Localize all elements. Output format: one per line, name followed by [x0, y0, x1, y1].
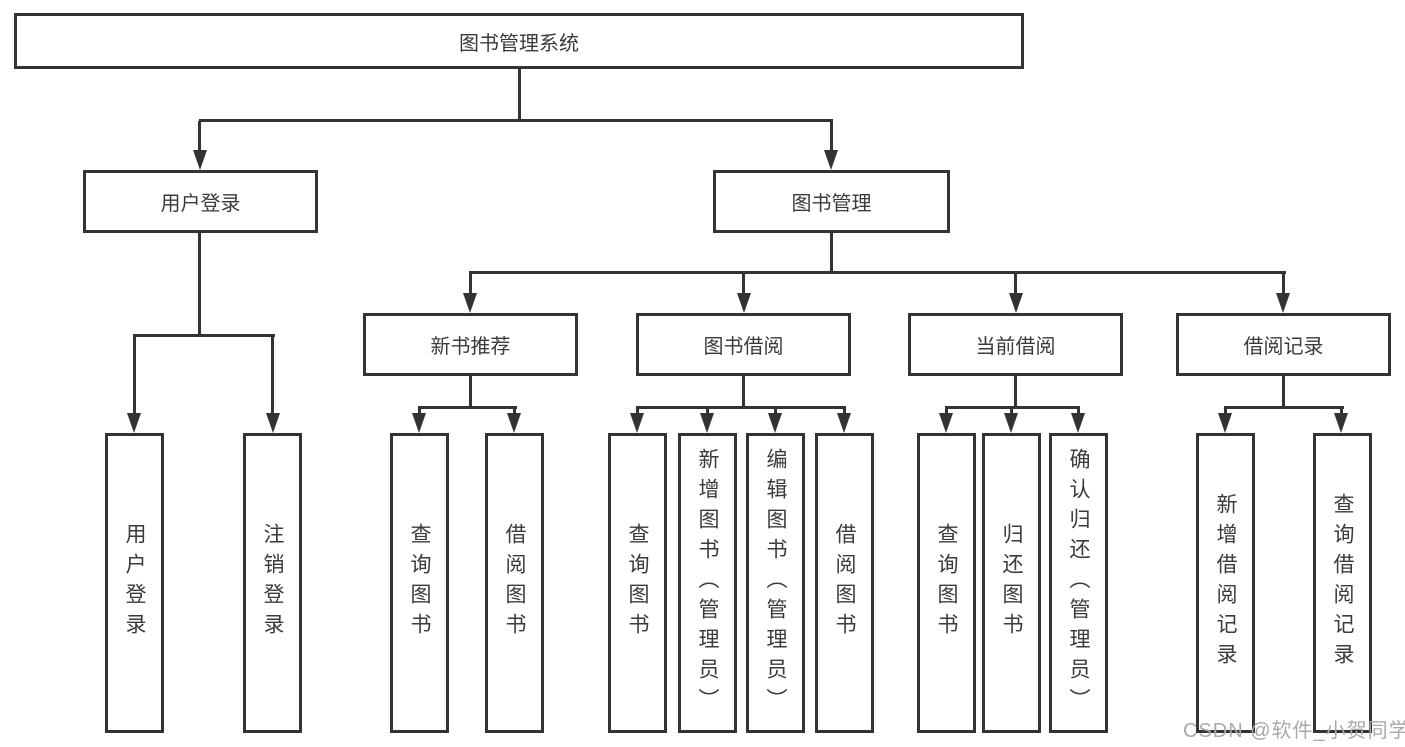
connector-vline — [1282, 376, 1285, 408]
arrow-stem — [513, 408, 516, 415]
node-new-book-recommend: 新书推荐 — [363, 313, 578, 376]
leaf-borrow-books-recommend: 借阅图书 — [485, 433, 544, 733]
connector-hline — [1224, 406, 1344, 409]
connector-hline — [636, 406, 846, 409]
connector-vline — [830, 232, 833, 273]
arrow-down-icon — [266, 413, 280, 433]
arrow-down-icon — [1276, 293, 1290, 313]
node-library-management-system: 图书管理系统 — [14, 13, 1024, 69]
arrow-stem — [1014, 273, 1017, 295]
connector-vline — [469, 376, 472, 408]
arrow-down-icon — [127, 413, 141, 433]
arrow-stem — [418, 408, 421, 415]
leaf-borrow-books-borrow: 借阅图书 — [815, 433, 874, 733]
arrow-stem — [1340, 408, 1343, 415]
leaf-query-books-borrow: 查询图书 — [608, 433, 667, 733]
arrow-stem — [830, 121, 833, 152]
arrow-down-icon — [463, 293, 477, 313]
leaf-confirm-return-admin: 确认归还（管理员） — [1049, 433, 1108, 733]
arrow-down-icon — [768, 413, 782, 433]
arrow-down-icon — [1009, 293, 1023, 313]
arrow-down-icon — [1334, 413, 1348, 433]
arrow-down-icon — [824, 150, 838, 170]
leaf-edit-book-admin: 编辑图书（管理员） — [746, 433, 805, 733]
connector-hline — [199, 119, 833, 122]
leaf-return-books: 归还图书 — [982, 433, 1041, 733]
arrow-down-icon — [507, 413, 521, 433]
node-book-borrowing: 图书借阅 — [636, 313, 851, 376]
arrow-stem — [774, 408, 777, 415]
connector-hline — [945, 406, 1080, 409]
arrow-stem — [1077, 408, 1080, 415]
connector-hline — [133, 334, 275, 337]
arrow-stem — [198, 121, 201, 152]
connector-hline — [469, 271, 1286, 274]
arrow-stem — [271, 336, 274, 415]
connector-vline — [1014, 376, 1017, 408]
arrow-stem — [133, 336, 136, 415]
arrow-stem — [945, 408, 948, 415]
arrow-down-icon — [412, 413, 426, 433]
arrow-down-icon — [1071, 413, 1085, 433]
csdn-watermark: CSDN @软件_小贺同学 — [1183, 720, 1405, 742]
leaf-query-books-recommend: 查询图书 — [390, 433, 449, 733]
arrow-stem — [636, 408, 639, 415]
arrow-stem — [1010, 408, 1013, 415]
leaf-add-borrow-record: 新增借阅记录 — [1196, 433, 1255, 733]
arrow-down-icon — [1218, 413, 1232, 433]
arrow-down-icon — [939, 413, 953, 433]
arrow-stem — [1282, 273, 1285, 295]
node-borrowing-records: 借阅记录 — [1176, 313, 1391, 376]
arrow-down-icon — [837, 413, 851, 433]
leaf-query-borrow-record: 查询借阅记录 — [1313, 433, 1372, 733]
node-current-borrowing: 当前借阅 — [908, 313, 1123, 376]
connector-vline — [198, 232, 201, 336]
connector-vline — [742, 376, 745, 408]
leaf-logout-login: 注销登录 — [243, 433, 302, 733]
arrow-down-icon — [1004, 413, 1018, 433]
arrow-stem — [843, 408, 846, 415]
node-book-management: 图书管理 — [713, 170, 950, 233]
arrow-down-icon — [700, 413, 714, 433]
leaf-query-books-current: 查询图书 — [917, 433, 976, 733]
arrow-down-icon — [630, 413, 644, 433]
arrow-stem — [706, 408, 709, 415]
node-user-login: 用户登录 — [83, 170, 318, 233]
arrow-down-icon — [737, 293, 751, 313]
arrow-stem — [469, 273, 472, 295]
connector-hline — [418, 406, 517, 409]
connector-vline — [518, 69, 521, 121]
arrow-stem — [742, 273, 745, 295]
leaf-user-login: 用户登录 — [105, 433, 164, 733]
arrow-down-icon — [193, 150, 207, 170]
leaf-add-book-admin: 新增图书（管理员） — [678, 433, 737, 733]
arrow-stem — [1224, 408, 1227, 415]
